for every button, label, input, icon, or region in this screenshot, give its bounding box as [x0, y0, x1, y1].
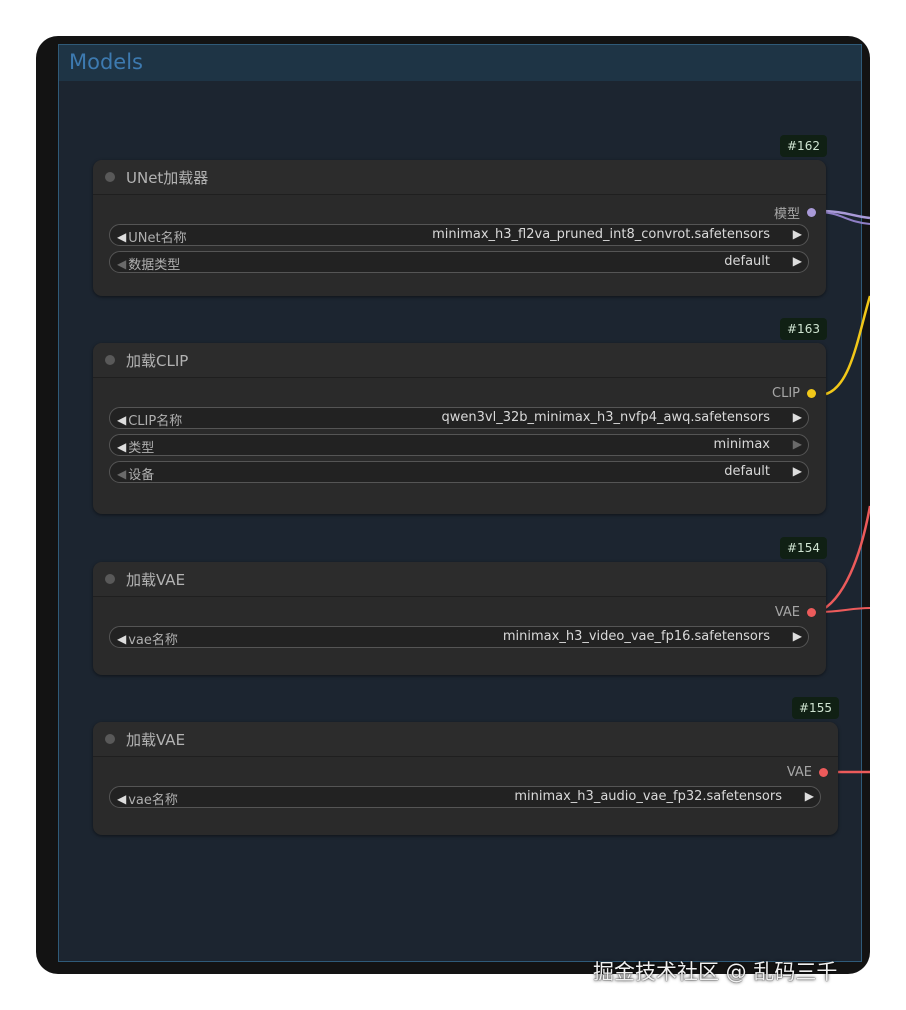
node-links [816, 209, 870, 774]
output-label: VAE [786, 765, 812, 780]
node-header[interactable]: 加载VAE [93, 722, 838, 757]
widget-vae-name[interactable]: ◀vae名称 minimax_h3_video_vae_fp16.safeten… [109, 626, 809, 648]
next-arrow-icon[interactable]: ▶ [792, 227, 802, 241]
widget-label: CLIP名称 [128, 414, 183, 429]
node-clip-loader[interactable]: 加载CLIP CLIP ◀CLIP名称 qwen3vl_32b_minimax_… [93, 343, 826, 514]
collapse-dot-icon[interactable] [105, 355, 115, 365]
widget-label: 类型 [128, 441, 155, 456]
node-title: 加载CLIP [126, 352, 189, 370]
widget-label: vae名称 [128, 793, 178, 808]
next-arrow-icon[interactable]: ▶ [792, 629, 802, 643]
output-label: 模型 [773, 207, 800, 222]
widget-value: qwen3vl_32b_minimax_h3_nvfp4_awq.safeten… [441, 410, 770, 425]
prev-arrow-icon[interactable]: ◀ [117, 631, 127, 646]
node-unet-loader[interactable]: UNet加载器 模型 ◀UNet名称 minimax_h3_fl2va_prun… [93, 160, 826, 296]
output-port-icon[interactable] [807, 608, 816, 617]
widget-unet-name[interactable]: ◀UNet名称 minimax_h3_fl2va_pruned_int8_con… [109, 224, 809, 246]
node-header[interactable]: UNet加载器 [93, 160, 826, 195]
next-arrow-icon[interactable]: ▶ [804, 789, 814, 803]
output-label: CLIP [772, 386, 800, 401]
output-slot-model[interactable]: 模型 [774, 203, 816, 222]
widget-value: minimax [713, 437, 770, 452]
next-arrow-icon[interactable]: ▶ [792, 254, 802, 268]
group-header[interactable]: Models [59, 45, 861, 81]
output-slot-vae[interactable]: VAE [787, 765, 828, 780]
node-vae-loader-audio[interactable]: 加载VAE VAE ◀vae名称 minimax_h3_audio_vae_fp… [93, 722, 838, 835]
node-title: 加载VAE [126, 571, 186, 589]
next-arrow-icon[interactable]: ▶ [792, 410, 802, 424]
group-title: Models [69, 50, 143, 74]
node-id-badge: #162 [780, 135, 827, 157]
widget-clip-name[interactable]: ◀CLIP名称 qwen3vl_32b_minimax_h3_nvfp4_awq… [109, 407, 809, 429]
widget-value: minimax_h3_audio_vae_fp32.safetensors [514, 789, 782, 804]
prev-arrow-icon[interactable]: ◀ [117, 439, 127, 454]
widget-vae-name[interactable]: ◀vae名称 minimax_h3_audio_vae_fp32.safeten… [109, 786, 821, 808]
node-title: 加载VAE [126, 731, 186, 749]
output-label: VAE [774, 605, 800, 620]
node-vae-loader-video[interactable]: 加载VAE VAE ◀vae名称 minimax_h3_video_vae_fp… [93, 562, 826, 675]
collapse-dot-icon[interactable] [105, 172, 115, 182]
output-slot-vae[interactable]: VAE [775, 605, 816, 620]
prev-arrow-icon[interactable]: ◀ [117, 229, 127, 244]
node-id-badge: #154 [780, 537, 827, 559]
output-port-icon[interactable] [807, 389, 816, 398]
next-arrow-icon[interactable]: ▶ [792, 464, 802, 478]
prev-arrow-icon[interactable]: ◀ [117, 791, 127, 806]
link-vae-video [817, 505, 870, 614]
node-header[interactable]: 加载VAE [93, 562, 826, 597]
canvas-frame: Models #162 UNet加载器 模型 ◀UNet名称 minimax_h… [36, 36, 870, 974]
link-clip [825, 295, 870, 396]
output-port-icon[interactable] [807, 208, 816, 217]
widget-value: default [724, 464, 770, 479]
widget-device[interactable]: ◀设备 default ▶ [109, 461, 809, 483]
output-slot-clip[interactable]: CLIP [772, 386, 816, 401]
widget-clip-type[interactable]: ◀类型 minimax ▶ [109, 434, 809, 456]
widget-dtype[interactable]: ◀数据类型 default ▶ [109, 251, 809, 273]
node-id-badge: #155 [792, 697, 839, 719]
collapse-dot-icon[interactable] [105, 574, 115, 584]
next-arrow-icon[interactable]: ▶ [792, 437, 802, 451]
output-port-icon[interactable] [819, 768, 828, 777]
widget-label: vae名称 [128, 633, 178, 648]
node-title: UNet加载器 [126, 169, 209, 187]
prev-arrow-icon[interactable]: ◀ [117, 412, 127, 427]
prev-arrow-icon[interactable]: ◀ [117, 256, 127, 271]
watermark-text: 掘金技术社区 @ 乱码三千 [593, 960, 838, 984]
widget-value: minimax_h3_fl2va_pruned_int8_convrot.saf… [432, 227, 770, 242]
widget-label: 设备 [128, 468, 155, 483]
widget-label: UNet名称 [128, 231, 187, 246]
widget-value: minimax_h3_video_vae_fp16.safetensors [502, 629, 770, 644]
node-header[interactable]: 加载CLIP [93, 343, 826, 378]
node-id-badge: #163 [780, 318, 827, 340]
prev-arrow-icon[interactable]: ◀ [117, 466, 127, 481]
widget-value: default [724, 254, 770, 269]
widget-label: 数据类型 [128, 258, 181, 273]
collapse-dot-icon[interactable] [105, 734, 115, 744]
